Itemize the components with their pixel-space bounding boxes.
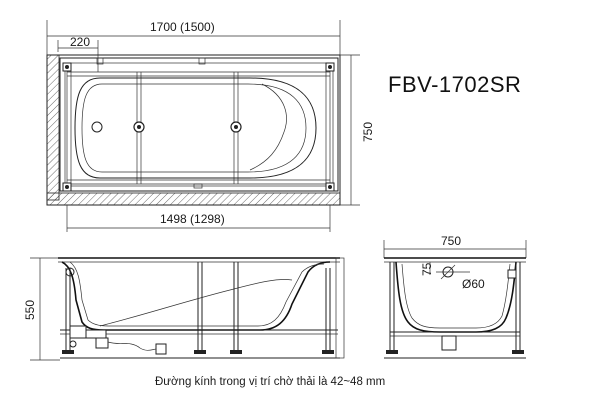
height-dimension: 550 (23, 257, 60, 361)
tub-side-profile (61, 261, 331, 331)
drain-offset-label: 75 (420, 262, 434, 276)
length-label: 1700 (1500) (150, 20, 215, 34)
length-dimension: 1700 (1500) (46, 20, 341, 55)
end-drain-hole (442, 266, 454, 278)
width-label: 750 (361, 122, 375, 142)
width-dimension: 750 (340, 54, 375, 206)
inner-length-label: 1498 (1298) (160, 212, 225, 226)
corner-feet (62, 62, 335, 192)
drain-hole (91, 121, 103, 133)
side-wall (335, 257, 345, 359)
height-label: 550 (23, 300, 37, 320)
tub-rim-inner (64, 62, 334, 187)
end-width-dimension: 750 (383, 234, 527, 258)
drain-diameter-label: Ø60 (462, 277, 485, 291)
side-view: 550 (23, 257, 345, 361)
model-number: FBV-1702SR (388, 72, 521, 97)
drain-caption: Đường kính trong vị trí chờ thải là 42~4… (155, 376, 385, 388)
side-drain-assembly (65, 267, 167, 355)
top-view: 1700 (1500) 220 (46, 20, 375, 232)
tub-basin (74, 77, 317, 179)
inner-length-dimension: 1498 (1298) (66, 205, 331, 232)
top-wall-hatch-left (46, 54, 60, 201)
top-wall-outline (46, 54, 341, 206)
offset-label: 220 (70, 35, 90, 49)
top-wall-hatch-bottom (46, 192, 341, 206)
end-width-label: 750 (441, 234, 461, 248)
end-view: 750 75 Ø60 (383, 234, 527, 359)
offset-dimension: 220 (57, 35, 99, 72)
tub-basin-inner (81, 83, 307, 173)
